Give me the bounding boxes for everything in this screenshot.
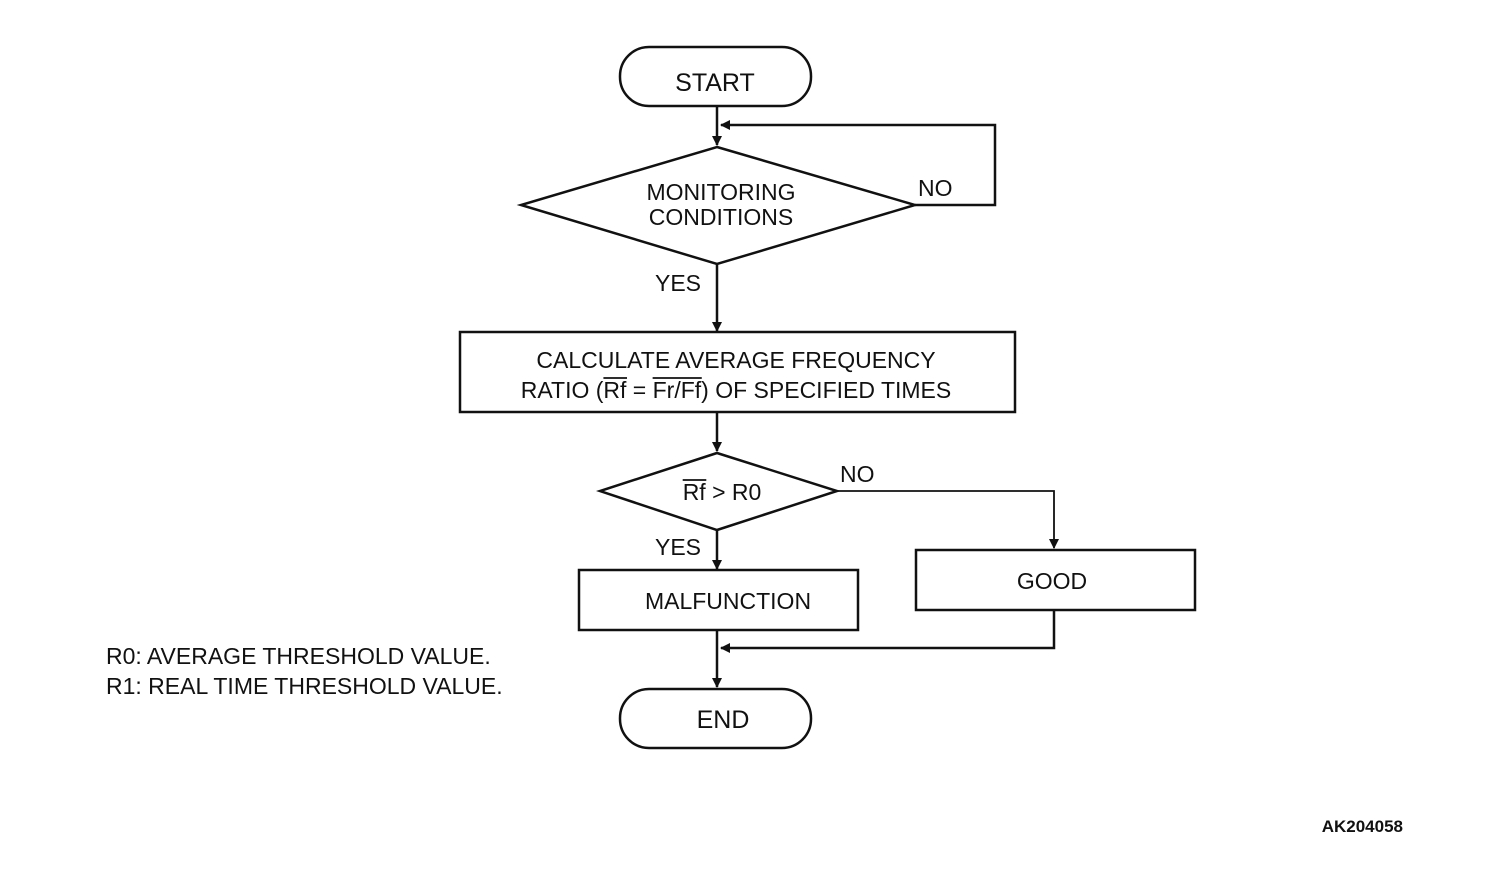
arrow-monitoring-no-loop: [720, 120, 997, 207]
compare-yes-label: YES: [655, 534, 701, 560]
rf-compare-decision: [596, 451, 842, 532]
calculate-process-box: [458, 330, 1017, 414]
frff-average-text: Fr/Ff: [653, 377, 702, 403]
start-terminal: [618, 45, 813, 108]
start-label: START: [675, 69, 755, 97]
malfunction-label: MALFUNCTION: [645, 588, 811, 614]
legend-r1: R1: REAL TIME THRESHOLD VALUE.: [106, 673, 503, 699]
arrow-compare-no: [837, 490, 1059, 549]
process-label-line1: CALCULATE AVERAGE FREQUENCY: [536, 347, 935, 373]
monitoring-label-line2: CONDITIONS: [649, 204, 793, 230]
compare-no-label: NO: [840, 461, 875, 487]
monitoring-conditions-decision: [516, 145, 920, 266]
legend-r0: R0: AVERAGE THRESHOLD VALUE.: [106, 643, 491, 669]
good-box: [914, 548, 1197, 612]
monitoring-yes-label: YES: [655, 270, 701, 296]
compare-label: Rf > R0: [683, 479, 762, 505]
end-label: END: [697, 706, 750, 734]
rf-average-text: Rf: [603, 377, 627, 403]
rf-compare-text: Rf: [683, 479, 707, 505]
monitoring-no-label: NO: [918, 175, 953, 201]
process-label-line2: RATIO (Rf = Fr/Ff) OF SPECIFIED TIMES: [521, 377, 951, 403]
end-terminal: [618, 687, 813, 750]
figure-id: AK204058: [1322, 817, 1403, 836]
malfunction-box: [577, 568, 860, 632]
good-label: GOOD: [1017, 568, 1087, 594]
monitoring-label-line1: MONITORING: [646, 179, 795, 205]
arrow-good-to-end: [720, 610, 1056, 653]
